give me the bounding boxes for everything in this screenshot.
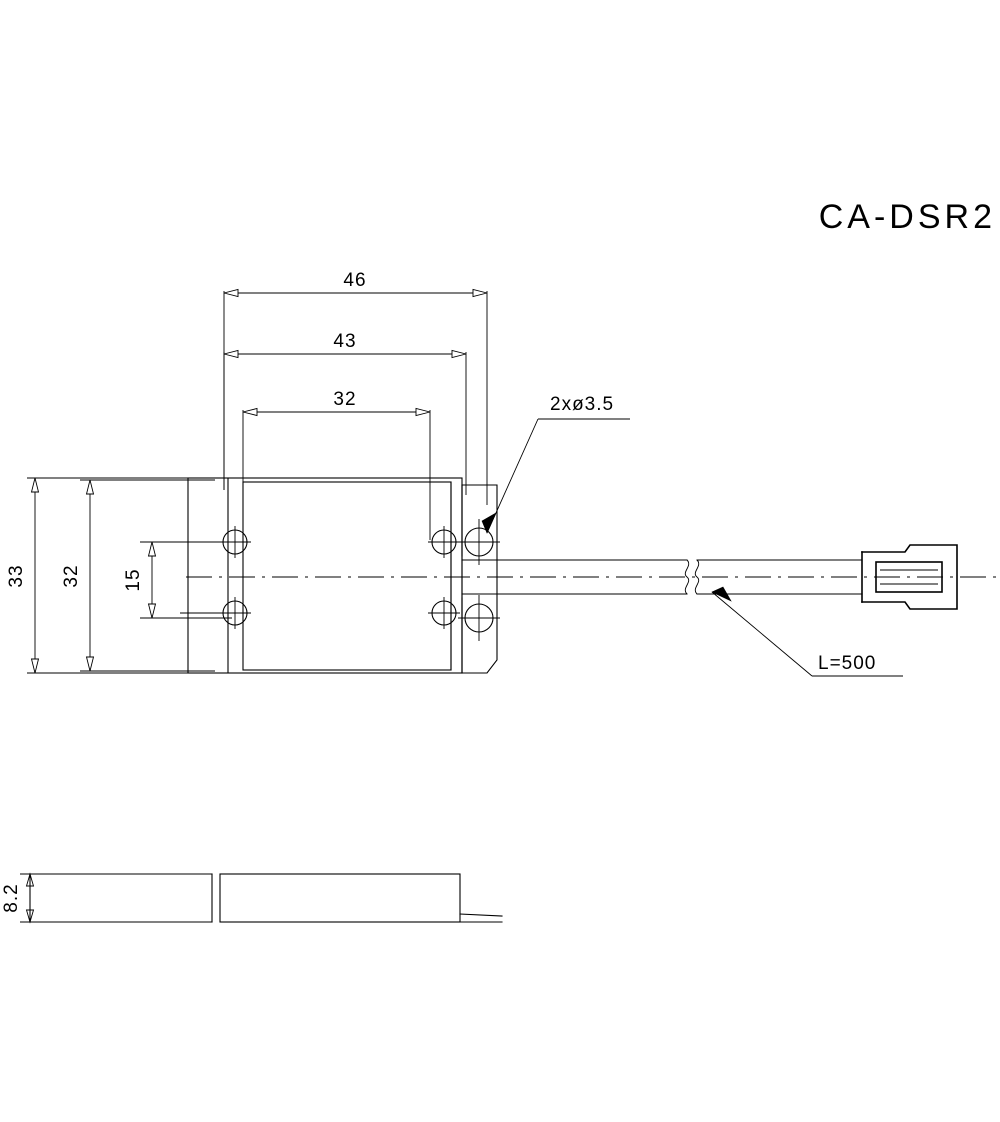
dimension-32-horizontal: 32 [242, 389, 431, 540]
dimension-43-label: 43 [333, 331, 356, 352]
dimension-8-2-label: 8.2 [1, 883, 22, 912]
dimension-46-label: 46 [343, 270, 366, 291]
drawing-title: CA-DSR2 [819, 198, 996, 236]
cable [461, 559, 863, 595]
cable-length-callout: L=500 [711, 586, 903, 677]
dimension-33: 33 [6, 477, 210, 674]
dimension-32v-label: 32 [61, 564, 82, 587]
dimension-32-vertical: 32 [61, 479, 215, 672]
side-elevation-view: 8.2 [1, 872, 503, 924]
dimension-15: 15 [123, 541, 232, 619]
screw-hole-bottom-right [428, 597, 460, 629]
side-body-left [29, 873, 213, 923]
dimension-8-2: 8.2 [1, 872, 200, 924]
side-cable-tail [459, 913, 503, 923]
screw-hole-bottom-left [219, 597, 251, 629]
hole-callout: 2xø3.5 [481, 394, 630, 534]
dimension-32h-label: 32 [333, 389, 356, 410]
dimension-46: 46 [223, 270, 488, 505]
screw-hole-top-right [428, 526, 460, 558]
screw-hole-top-left [219, 526, 251, 558]
hole-callout-label: 2xø3.5 [550, 394, 614, 415]
body-outline [187, 477, 463, 674]
plan-view: 46 43 32 [6, 270, 1000, 677]
side-body-right [219, 873, 461, 923]
cable-length-label: L=500 [818, 653, 876, 674]
mounting-flange [461, 484, 498, 674]
dimension-43: 43 [223, 331, 467, 495]
mounting-hole-top [458, 519, 500, 565]
dimension-15-label: 15 [123, 568, 144, 591]
mounting-hole-bottom [458, 595, 500, 641]
dimension-33-label: 33 [6, 564, 27, 587]
